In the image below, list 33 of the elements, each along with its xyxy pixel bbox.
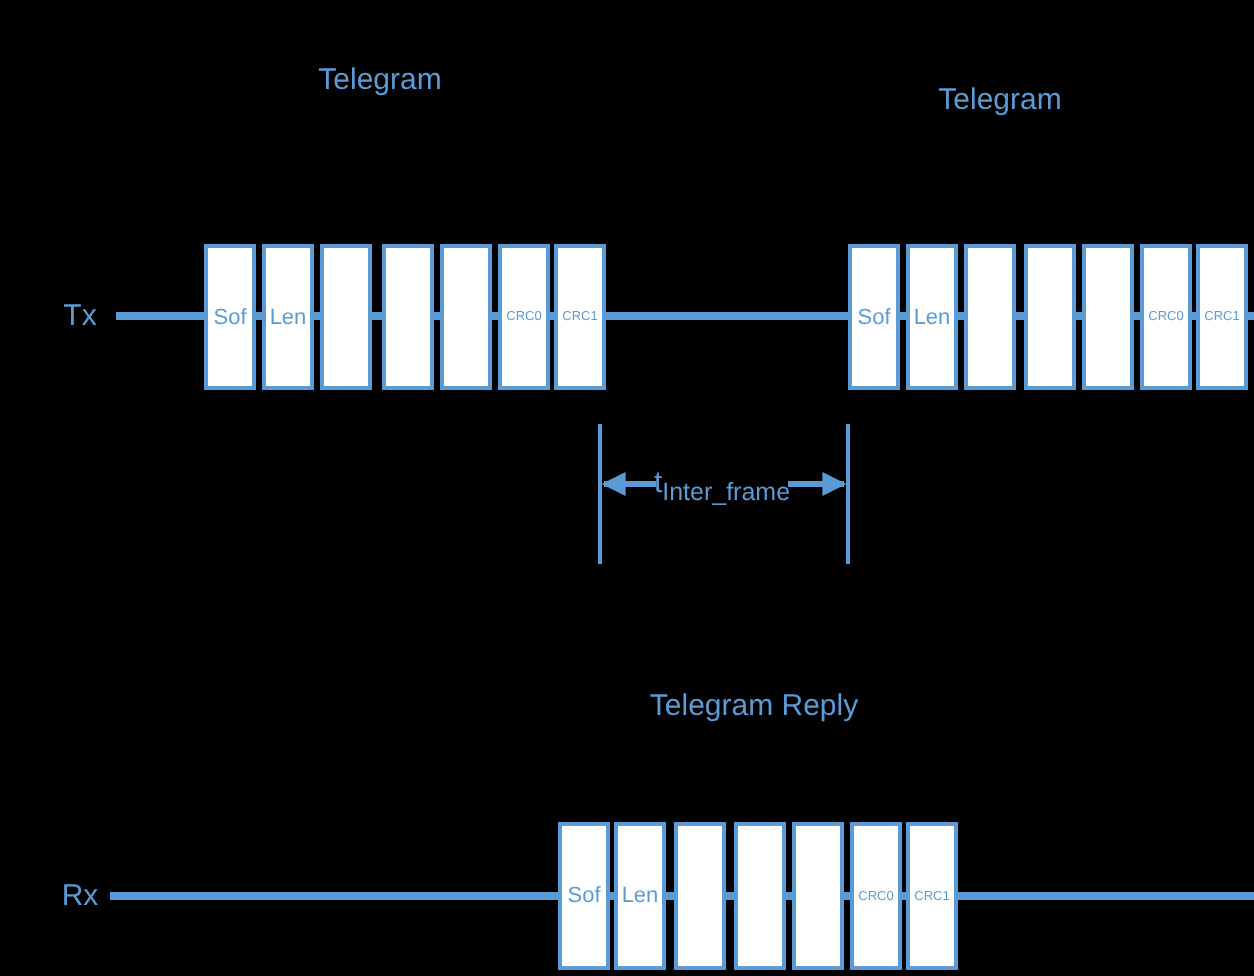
field-box — [498, 244, 550, 390]
frame-title: Telegram — [938, 83, 1062, 117]
frame-title: Telegram — [318, 63, 442, 97]
field-label: Sof — [567, 884, 601, 908]
field-label: Len — [913, 305, 951, 329]
field-box — [554, 244, 606, 390]
empty-field-box — [674, 822, 726, 970]
signal-name: Rx — [61, 879, 99, 913]
field-box — [850, 822, 902, 970]
empty-field-box — [382, 244, 434, 390]
field-label: Len — [621, 884, 659, 908]
field-box — [204, 244, 256, 390]
empty-field-box — [964, 244, 1016, 390]
field-label: Sof — [213, 305, 247, 329]
empty-field-box — [440, 244, 492, 390]
signal-name: Tx — [63, 299, 97, 333]
field-label: Len — [269, 305, 307, 329]
empty-field-box — [792, 822, 844, 970]
field-box — [614, 822, 666, 970]
field-label: Sof — [857, 305, 891, 329]
empty-field-box — [1082, 244, 1134, 390]
field-box — [906, 244, 958, 390]
frame-title: Telegram Reply — [649, 689, 859, 723]
field-box — [1140, 244, 1192, 390]
field-box — [1196, 244, 1248, 390]
field-box — [906, 822, 958, 970]
empty-field-box — [734, 822, 786, 970]
field-box — [262, 244, 314, 390]
field-box — [848, 244, 900, 390]
field-box — [558, 822, 610, 970]
empty-field-box — [320, 244, 372, 390]
interval-label: t$_{Inter_frame}$ — [653, 466, 791, 506]
empty-field-box — [1024, 244, 1076, 390]
